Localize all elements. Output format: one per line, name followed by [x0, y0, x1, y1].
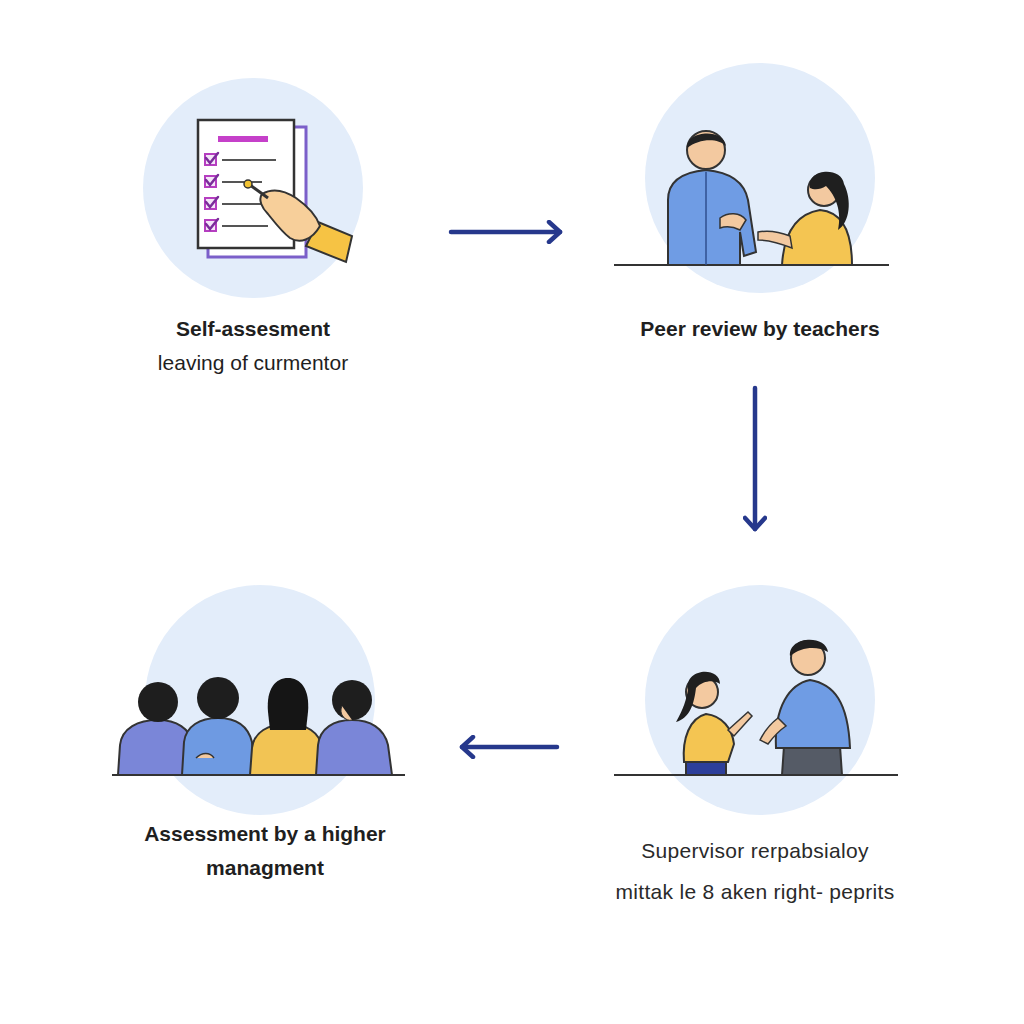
stage-note: leaving of curmentor	[113, 346, 393, 380]
stage-title: Self-assesment	[113, 312, 393, 346]
stage-node: Supervisor rerpabsialoymittak le 8 aken …	[615, 595, 895, 911]
stage-node: Self-assesmentleaving of curmentor	[113, 80, 393, 380]
stage-note: mittak le 8 aken right- peprits	[615, 872, 895, 911]
checklist-illustration	[143, 78, 363, 298]
flow-arrow	[753, 388, 758, 529]
stage-node: Peer review by teachers	[620, 80, 900, 346]
flow-arrow	[462, 745, 557, 750]
supervisor-illustration	[614, 585, 898, 815]
peer-review-illustration	[614, 63, 889, 293]
group-illustration	[112, 585, 405, 815]
flow-arrow	[451, 230, 560, 235]
stage-title: Assessment by a higher managment	[125, 817, 405, 885]
stage-title: Peer review by teachers	[620, 312, 900, 346]
stage-node: Assessment by a higher managment	[125, 595, 405, 885]
stage-title: Supervisor rerpabsialoy	[615, 831, 895, 870]
